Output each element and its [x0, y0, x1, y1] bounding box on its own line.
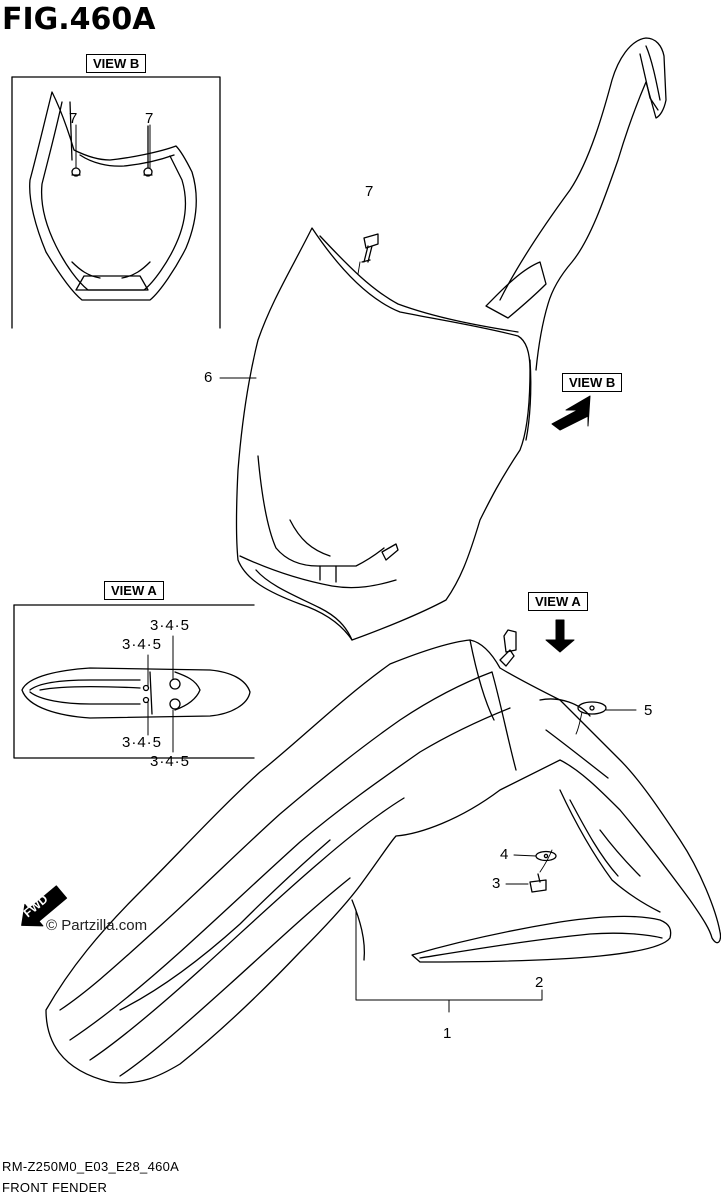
- callout-345-bottom-left: 3·4·5: [122, 734, 163, 751]
- side-decal-part-2: [411, 915, 672, 963]
- view-b-number-plate: [29, 91, 197, 301]
- view-b-arrow-label: VIEW B: [562, 373, 623, 392]
- fwd-arrow: [21, 885, 68, 927]
- callout-345-bottom-right: 3·4·5: [150, 753, 191, 770]
- callout-7-view-b-right: 7: [145, 110, 154, 127]
- number-plate-part-6: [235, 37, 667, 641]
- callout-345-top-left: 3·4·5: [122, 636, 163, 653]
- footer-name: FRONT FENDER: [2, 1180, 108, 1195]
- footer-code: RM-Z250M0_E03_E28_460A: [2, 1159, 180, 1174]
- leader-lines: [75, 124, 637, 1013]
- view-b-inset: [11, 76, 221, 329]
- view-b-arrow: [551, 395, 591, 431]
- callout-345-top-right: 3·4·5: [150, 617, 191, 634]
- bolt-part-3: [529, 849, 553, 893]
- watermark: © Partzilla.com: [46, 917, 148, 934]
- view-b-box-label: VIEW B: [86, 54, 147, 73]
- view-a-inset: [13, 604, 255, 759]
- front-fender-part-1: [45, 629, 721, 1084]
- bolt-part-7: [357, 233, 379, 275]
- callout-4: 4: [500, 846, 509, 863]
- view-a-arrow: [545, 619, 575, 653]
- callout-3: 3: [492, 875, 501, 892]
- view-a-box-label: VIEW A: [104, 581, 164, 600]
- view-a-arrow-label: VIEW A: [528, 592, 588, 611]
- view-b-grommet-right: [143, 167, 153, 177]
- callout-7-view-b-left: 7: [69, 110, 78, 127]
- callout-5: 5: [644, 702, 653, 719]
- callout-1: 1: [443, 1025, 452, 1042]
- view-arrows: [545, 395, 591, 653]
- washer-part-5: [575, 701, 607, 735]
- callout-2: 2: [535, 974, 544, 991]
- view-a-fender-shape: [21, 667, 251, 719]
- callout-6: 6: [204, 369, 213, 386]
- callout-7: 7: [365, 183, 374, 200]
- washer-part-4: [535, 850, 557, 862]
- figure-title: FIG.460A: [2, 2, 156, 37]
